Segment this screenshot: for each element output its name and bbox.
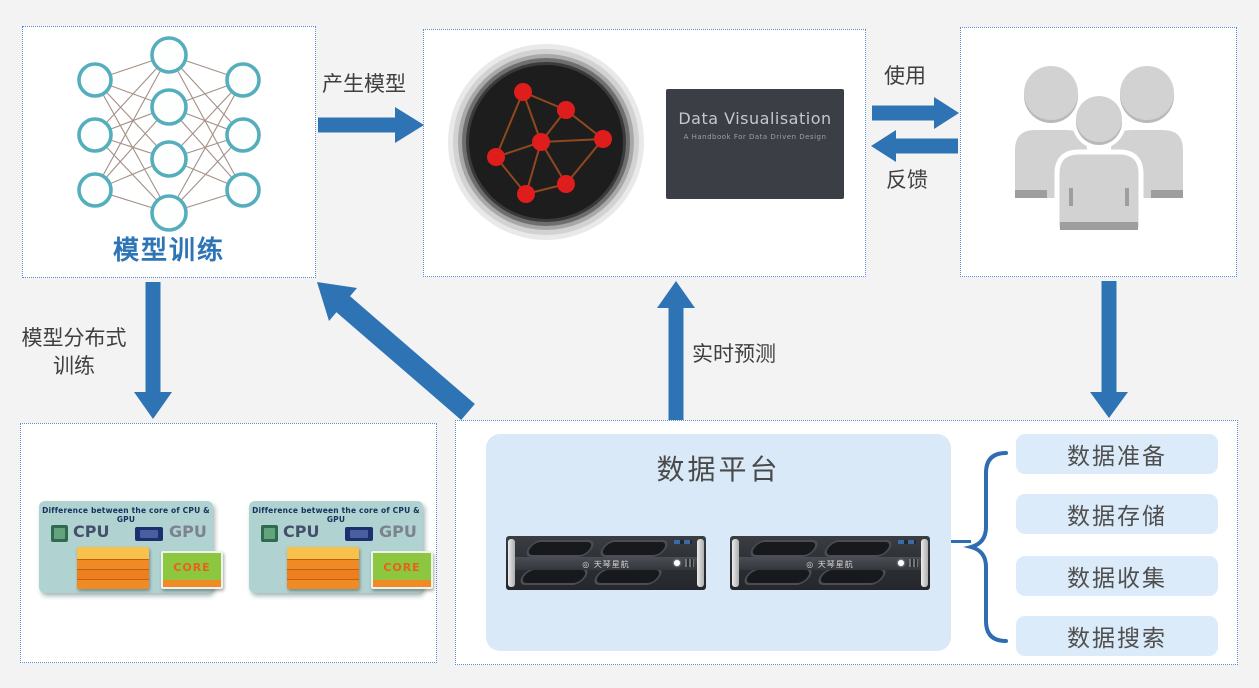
pill-data-storage: 数据存储	[1016, 494, 1218, 534]
label-use: 使用	[884, 64, 926, 88]
curly-brace	[963, 451, 1008, 643]
data-visualisation-title: Data Visualisation	[678, 109, 832, 128]
arrow-users-to-platform	[1090, 281, 1128, 418]
server-icon: ◎ 天琴星航	[730, 536, 930, 590]
core-label: CORE	[173, 561, 211, 574]
cpu-cores-table	[287, 547, 359, 589]
data-platform-title: 数据平台	[656, 453, 781, 486]
cpu-gpu-card: Difference between the core of CPU & GPU…	[39, 501, 223, 593]
arrow-realtime-prediction	[657, 281, 695, 420]
label-feedback: 反馈	[886, 168, 928, 192]
data-platform-panel: 数据平台 ◎ 天琴星航 ◎ 天琴星航	[486, 434, 951, 651]
arrow-feedback	[871, 130, 958, 162]
gpu-cluster-box: Difference between the core of CPU & GPU…	[20, 423, 437, 663]
label-distributed-training: 模型分布式训练	[21, 326, 127, 379]
arrow-use	[872, 97, 959, 129]
gpu-chip-icon	[135, 527, 163, 541]
model-training-box: 模型训练	[22, 26, 316, 278]
gpu-core-box: CORE	[371, 551, 433, 589]
cpu-gpu-card: Difference between the core of CPU & GPU…	[249, 501, 433, 593]
pill-data-preparation: 数据准备	[1016, 434, 1218, 474]
gpu-label: GPU	[379, 522, 417, 541]
server-logo: ◎ 天琴星航	[806, 560, 854, 569]
cpu-cores-table	[77, 547, 149, 589]
server-logo: ◎ 天琴星航	[582, 560, 630, 569]
cpu-chip-icon	[261, 525, 278, 542]
data-visualisation-subtitle: A Handbook For Data Driven Design	[683, 133, 827, 141]
model-graph-icon	[448, 44, 644, 240]
label-realtime-prediction: 实时预测	[692, 342, 776, 366]
gpu-core-box: CORE	[161, 551, 223, 589]
pill-data-search: 数据搜索	[1016, 616, 1218, 656]
core-label: CORE	[383, 561, 421, 574]
server-icon: ◎ 天琴星航	[506, 536, 706, 590]
arrow-platform-to-training	[317, 282, 475, 420]
cpu-chip-icon	[51, 525, 68, 542]
model-training-title: 模型训练	[112, 236, 225, 266]
cpu-label: CPU	[283, 522, 320, 541]
arrow-distributed-training	[134, 282, 172, 419]
arrow-produce-model	[318, 107, 424, 143]
users-box	[960, 27, 1237, 277]
gpu-chip-icon	[345, 527, 373, 541]
model-serving-box: Data Visualisation A Handbook For Data D…	[423, 29, 866, 277]
brace-connector-line	[951, 540, 971, 543]
server-led	[898, 560, 904, 566]
data-platform-group-box: 数据平台 ◎ 天琴星航 ◎ 天琴星航	[455, 420, 1238, 665]
cpu-gpu-card-title: Difference between the core of CPU & GPU	[42, 506, 210, 524]
pill-data-collection: 数据收集	[1016, 556, 1218, 596]
server-led	[674, 560, 680, 566]
users-icon	[1015, 66, 1183, 233]
neural-network-icon	[77, 36, 261, 232]
data-visualisation-cover: Data Visualisation A Handbook For Data D…	[666, 89, 844, 199]
cpu-label: CPU	[73, 522, 110, 541]
gpu-label: GPU	[169, 522, 207, 541]
data-visualisation-art	[666, 153, 844, 199]
label-produce-model: 产生模型	[322, 72, 406, 96]
cpu-gpu-card-title: Difference between the core of CPU & GPU	[252, 506, 420, 524]
